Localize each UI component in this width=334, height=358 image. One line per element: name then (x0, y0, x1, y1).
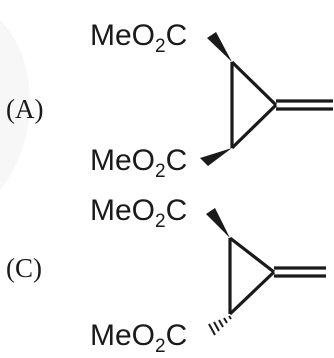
structure-c-label: (C) (6, 253, 42, 283)
structure-c-top-wedge (206, 208, 230, 238)
structure-c-bottom-ester: MeO2C (90, 319, 187, 357)
structure-c-top-ester: MeO2C (90, 194, 187, 232)
structure-a-ring-bond-top (230, 60, 278, 107)
structure-a-label: (A) (6, 94, 43, 124)
structure-a: (A) MeO2C MeO2C (6, 19, 333, 182)
structure-c-ring-bond-top (229, 236, 275, 274)
structure-a-bottom-wedge (200, 148, 232, 166)
structure-a-top-wedge (207, 32, 232, 62)
structure-a-bottom-ester: MeO2C (90, 144, 187, 182)
watermark-shape (0, 20, 30, 190)
structure-a-ring-bond-bottom (230, 103, 278, 150)
structure-c: (C) MeO2C MeO2C (6, 194, 326, 357)
structure-c-bottom-hash (208, 315, 232, 336)
structure-a-top-ester: MeO2C (90, 19, 187, 57)
structure-c-ring-bond-bottom (228, 270, 276, 316)
